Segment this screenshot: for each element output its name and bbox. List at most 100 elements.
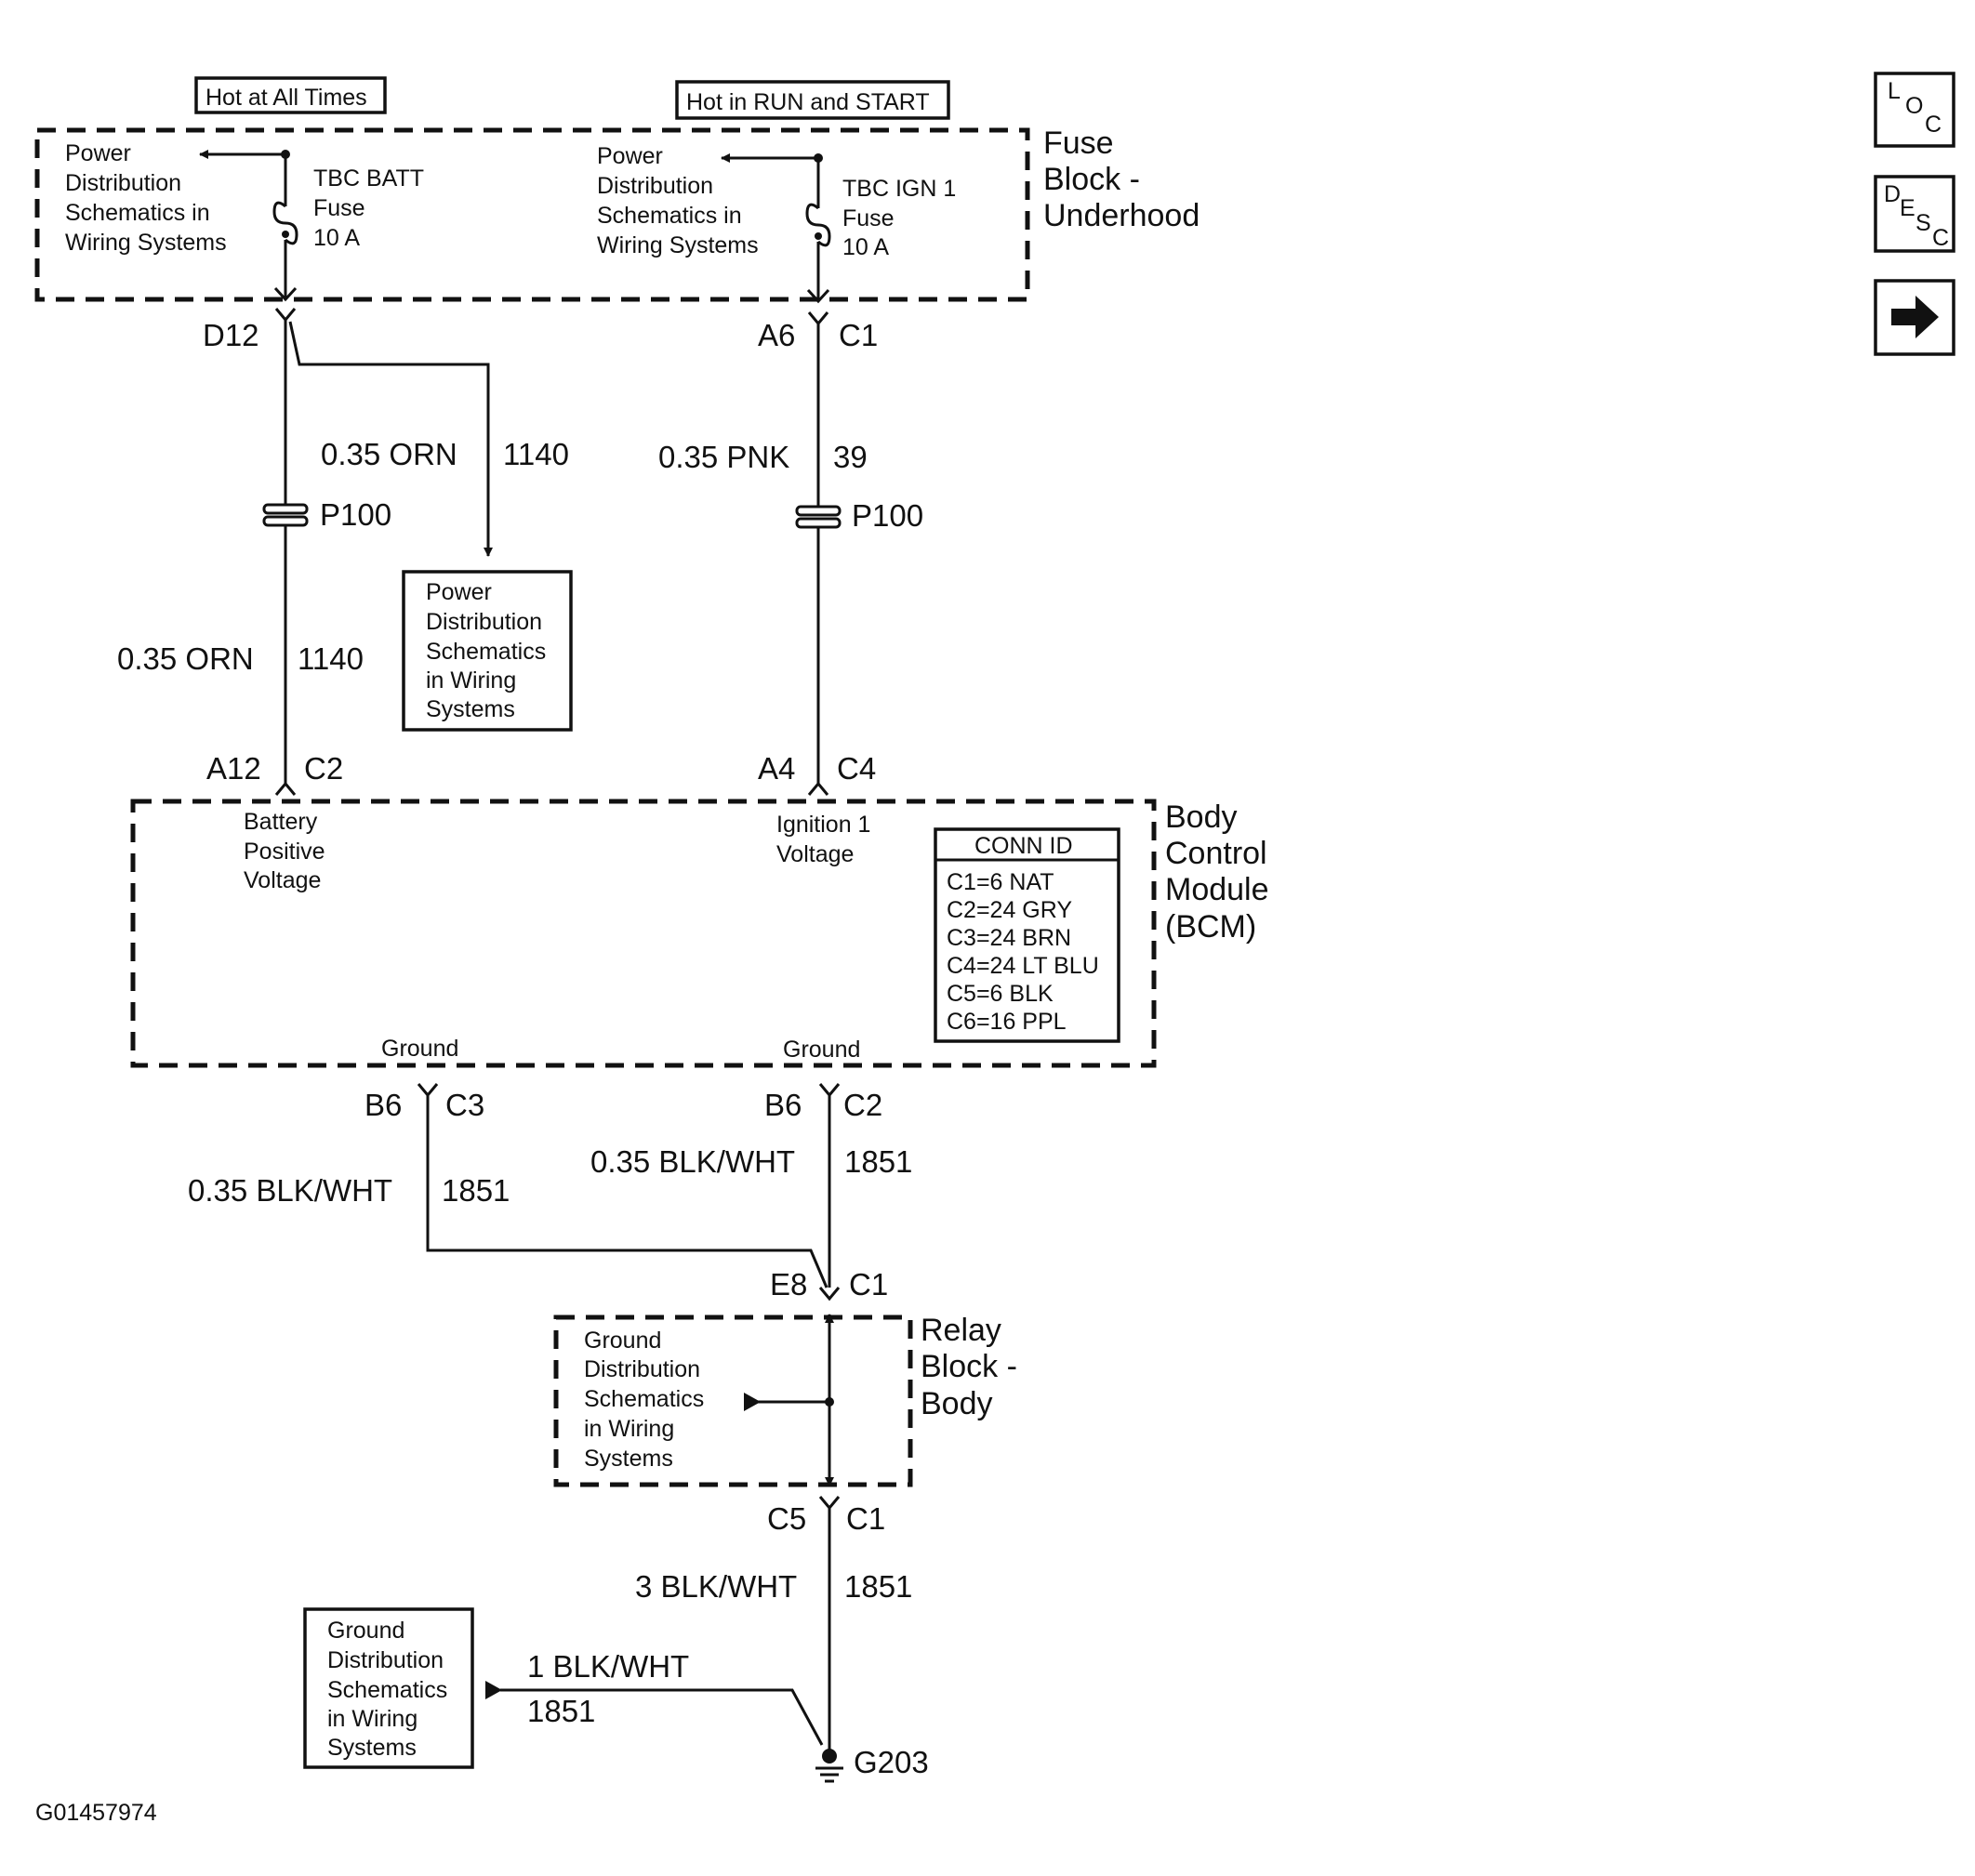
relay-block-border (553, 1315, 913, 1487)
conn-id-row: C1=6 NAT (947, 869, 1054, 895)
bcm-border (130, 799, 1157, 1068)
tbc-batt-fuse-label: TBC BATT Fuse 10 A (313, 165, 424, 251)
svg-text:Wiring Systems: Wiring Systems (65, 230, 227, 256)
conn-id-row: C2=24 GRY (947, 897, 1072, 923)
svg-text:0.35 ORN: 0.35 ORN (321, 437, 457, 471)
svg-text:Fuse: Fuse (313, 195, 365, 221)
relay-internal-bus (744, 1314, 834, 1486)
svg-text:Systems: Systems (327, 1735, 417, 1761)
hot-at-all-times-text: Hot at All Times (205, 85, 367, 111)
svg-text:in Wiring: in Wiring (584, 1416, 674, 1442)
relay-block-name: Relay Block - Body (921, 1313, 1017, 1421)
svg-text:C5: C5 (767, 1501, 806, 1536)
svg-text:Schematics in: Schematics in (65, 200, 210, 226)
svg-text:in Wiring: in Wiring (426, 667, 516, 694)
svg-text:Distribution: Distribution (327, 1647, 444, 1673)
svg-text:0.35 PNK: 0.35 PNK (658, 440, 789, 474)
svg-text:Power: Power (65, 140, 131, 166)
wire-1851-right-label: 0.35 BLK/WHT 1851 (590, 1144, 912, 1179)
svg-text:G203: G203 (854, 1745, 929, 1779)
svg-text:TBC IGN 1: TBC IGN 1 (842, 176, 956, 202)
ground-symbol-g203: G203 (815, 1745, 929, 1783)
conn-id-row: C4=24 LT BLU (947, 953, 1099, 979)
svg-text:Distribution: Distribution (426, 609, 542, 635)
svg-text:Schematics: Schematics (426, 639, 546, 665)
desc-button[interactable]: D E S C (1874, 175, 1955, 253)
bcm-name: Body Control Module (BCM) (1165, 799, 1269, 945)
svg-text:Relay: Relay (921, 1313, 1001, 1348)
hot-in-run-start-text: Hot in RUN and START (686, 89, 930, 115)
svg-text:in Wiring: in Wiring (327, 1706, 418, 1732)
svg-text:Wiring Systems: Wiring Systems (597, 232, 759, 258)
svg-text:C2: C2 (843, 1088, 882, 1122)
svg-text:Body: Body (1165, 799, 1238, 835)
svg-text:0.35 BLK/WHT: 0.35 BLK/WHT (188, 1173, 392, 1208)
svg-text:B6: B6 (764, 1088, 802, 1122)
tbc-ign-fuse-symbol (721, 153, 831, 304)
connector-a4-c4: A4 C4 (758, 751, 876, 796)
svg-text:Schematics: Schematics (584, 1386, 704, 1412)
next-page-button[interactable] (1874, 279, 1955, 356)
svg-text:Control: Control (1165, 836, 1267, 871)
svg-text:D: D (1884, 181, 1901, 207)
connector-b6-c2: B6 C2 (764, 1083, 882, 1122)
svg-text:Positive: Positive (244, 839, 325, 865)
svg-text:1140: 1140 (298, 641, 364, 676)
svg-text:Ground: Ground (327, 1618, 404, 1644)
svg-text:C: C (1932, 225, 1949, 251)
svg-text:Power: Power (597, 143, 663, 169)
svg-text:Module: Module (1165, 872, 1269, 907)
svg-text:C1: C1 (839, 318, 878, 352)
connector-a12-c2: A12 C2 (206, 751, 343, 796)
svg-text:Ground: Ground (584, 1328, 661, 1354)
svg-text:39: 39 (833, 440, 868, 474)
svg-text:1851: 1851 (527, 1694, 595, 1728)
hot-at-all-times-label: Hot at All Times (194, 76, 387, 114)
bcm-ground-left: Ground (381, 1036, 458, 1062)
svg-text:Voltage: Voltage (776, 841, 854, 867)
svg-text:0.35 BLK/WHT: 0.35 BLK/WHT (590, 1144, 795, 1179)
svg-text:1851: 1851 (442, 1173, 510, 1208)
splice-p100-right: P100 (795, 498, 923, 533)
svg-text:Systems: Systems (584, 1446, 673, 1472)
fuse-block-left-reference: Power Distribution Schematics in Wiring … (65, 140, 227, 256)
svg-text:Schematics in: Schematics in (597, 203, 742, 229)
connector-d12: D12 (203, 308, 297, 352)
conn-id-row: C3=24 BRN (947, 925, 1071, 951)
bcm-ground-right: Ground (783, 1037, 860, 1063)
svg-text:Block -: Block - (1043, 162, 1140, 197)
loc-icon: L O C (1888, 78, 1942, 138)
svg-text:A4: A4 (758, 751, 795, 786)
svg-text:Schematics: Schematics (327, 1677, 447, 1703)
arrow-right-icon (1891, 296, 1939, 338)
svg-text:10 A: 10 A (313, 225, 360, 251)
conn-id-row: C6=16 PPL (947, 1009, 1067, 1035)
bcm-ignition-voltage: Ignition 1 Voltage (776, 812, 870, 867)
wire-1851-1blkwht (500, 1688, 824, 1746)
svg-text:B6: B6 (365, 1088, 402, 1122)
svg-text:C3: C3 (445, 1088, 484, 1122)
svg-text:Systems: Systems (426, 696, 515, 722)
svg-text:Body: Body (921, 1386, 993, 1421)
conn-id-title: CONN ID (974, 833, 1073, 859)
tbc-batt-fuse-symbol (199, 150, 298, 302)
wire-39-label: 0.35 PNK 39 (658, 440, 868, 474)
svg-text:C1: C1 (849, 1267, 888, 1301)
connector-e8-c1: E8 C1 (770, 1267, 888, 1301)
loc-button[interactable]: L O C (1874, 72, 1955, 148)
svg-text:S: S (1915, 210, 1931, 236)
svg-text:TBC BATT: TBC BATT (313, 165, 424, 192)
conn-id-table: CONN ID C1=6 NAT C2=24 GRY C3=24 BRN C4=… (934, 827, 1120, 1043)
connector-b6-c3: B6 C3 (365, 1083, 484, 1122)
svg-text:A12: A12 (206, 751, 261, 786)
svg-text:Distribution: Distribution (65, 170, 181, 196)
svg-text:(BCM): (BCM) (1165, 909, 1256, 945)
svg-text:0.35 ORN: 0.35 ORN (117, 641, 254, 676)
wire-1851-left (426, 1095, 828, 1288)
tbc-ign-fuse-label: TBC IGN 1 Fuse 10 A (842, 176, 956, 260)
svg-text:Fuse: Fuse (842, 205, 895, 231)
svg-text:Battery: Battery (244, 809, 318, 835)
bcm-battery-positive-voltage: Battery Positive Voltage (244, 809, 325, 893)
svg-text:A6: A6 (758, 318, 795, 352)
svg-text:Distribution: Distribution (584, 1356, 700, 1382)
